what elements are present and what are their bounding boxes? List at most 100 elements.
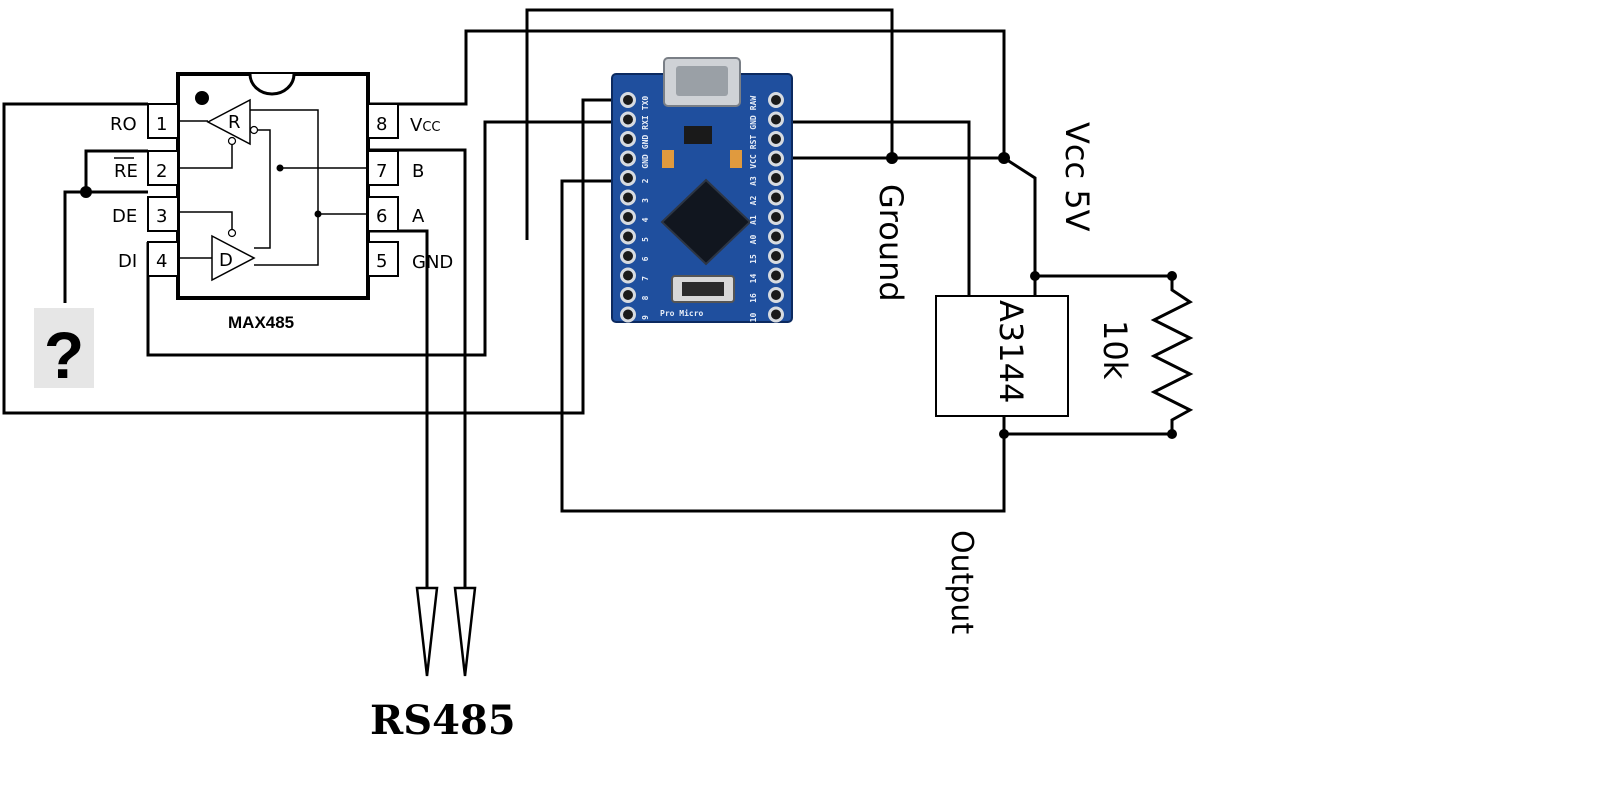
pin-right-12-label: 10 — [749, 313, 758, 323]
junctions — [80, 152, 1177, 439]
junction-res-right-top — [1167, 271, 1177, 281]
pin-right-10 — [768, 267, 784, 284]
ground-label: Ground — [872, 184, 910, 302]
pin1-dot — [195, 91, 209, 105]
pin-left-3-label: GND — [641, 135, 650, 150]
pin-right-8-label: A0 — [749, 235, 758, 245]
pin-holes: TX0RXIGNDGND23456789RAWGNDRSTVCCA3A2A1A0… — [620, 92, 784, 323]
wire-ro-loop — [2, 98, 628, 415]
wire-di-to-rxi — [146, 120, 628, 357]
pin-left-2 — [620, 111, 636, 128]
pin-box-4 — [147, 241, 179, 277]
pin-right-4 — [768, 150, 784, 167]
pin-left-11 — [620, 287, 636, 303]
pin-label-vcc: VCC — [410, 115, 440, 136]
wire-vcc8-to-vcc — [368, 29, 1006, 158]
junction-res-right-bottom — [1167, 429, 1177, 439]
pin-left-6-label: 3 — [641, 198, 650, 203]
pin-left-10-label: 7 — [641, 276, 650, 281]
pin-right-6-label: A2 — [749, 196, 758, 206]
rs485-label: RS485 — [370, 697, 516, 744]
junction-re-de — [80, 186, 92, 198]
pin-left-3 — [620, 131, 636, 147]
pin-left-12 — [620, 306, 636, 323]
pin-left-9-label: 6 — [641, 256, 650, 261]
pin-left-1-label: TX0 — [641, 96, 650, 111]
chip-body — [176, 72, 370, 300]
arrow-bus-b — [453, 586, 477, 677]
a3144-sensor: A3144 — [935, 295, 1069, 417]
pin-right-5-label: A3 — [749, 176, 758, 186]
chip-name: MAX485 — [228, 313, 294, 332]
wire-re-de-tie — [84, 149, 148, 194]
pin-box-3 — [147, 196, 179, 232]
capacitor-left — [662, 150, 674, 168]
pin-left-5 — [620, 170, 636, 186]
pin-right-12 — [768, 306, 784, 323]
pin-right-5 — [768, 170, 784, 186]
pin-right-8 — [768, 228, 784, 245]
internal-wiring — [178, 109, 368, 266]
bus-arrows — [415, 586, 477, 677]
wire-a-to-ground — [525, 8, 894, 240]
junction-output — [999, 429, 1009, 439]
pin-right-9 — [768, 248, 784, 264]
unknown-marker: ? — [44, 318, 84, 392]
pin-left-4 — [620, 150, 636, 167]
pin-label-di: DI — [118, 251, 137, 272]
pro-micro-board: Pro Micro TX0RXIGNDGND23456789RAWGNDRSTV… — [611, 57, 793, 323]
junction-vcc — [998, 152, 1010, 164]
pin-right-2 — [768, 111, 784, 128]
wire-to-unknown — [63, 190, 86, 303]
output-label: Output — [944, 530, 979, 634]
wires — [2, 8, 1194, 590]
pin-left-2-label: RXI — [641, 115, 650, 130]
pin-left-8 — [620, 228, 636, 245]
pin-box-5 — [367, 241, 399, 277]
pin-label-b: B — [412, 161, 424, 182]
pin-right-3 — [768, 131, 784, 147]
regulator — [684, 126, 712, 144]
pin-num-8: 8 — [376, 114, 387, 135]
junction-res-top — [1030, 271, 1040, 281]
pin-left-11-label: 8 — [641, 295, 650, 300]
sensor-label: A3144 — [992, 300, 1030, 403]
pin-right-2-label: GND — [749, 115, 758, 130]
wire-res-bottom — [1002, 415, 1172, 436]
pin-num-4: 4 — [156, 251, 167, 272]
resistor-zigzag — [1150, 276, 1194, 434]
pin-num-5: 5 — [376, 251, 387, 272]
pin-left-1 — [620, 92, 636, 108]
wire-ground-to-sensor — [890, 120, 971, 296]
pin-right-11 — [768, 287, 784, 303]
receiver-buffer: R — [206, 98, 259, 146]
pin-label-a: A — [412, 206, 425, 227]
pin-left-7-label: 4 — [641, 217, 650, 222]
pin-left-10 — [620, 267, 636, 284]
pin-left-5-label: 2 — [641, 178, 650, 183]
pin-box-7 — [367, 150, 399, 186]
pin-right-4-label: VCC — [749, 154, 758, 169]
max485-chip: 1 2 3 4 8 7 6 5 RO RE DE DI VCC B A GND … — [110, 72, 453, 332]
pin-right-1-label: RAW — [749, 96, 758, 111]
driver-label: D — [219, 250, 233, 271]
mcu-chip — [660, 178, 752, 266]
wire-vcc-to-sensor — [1003, 156, 1037, 296]
chip-notch — [248, 73, 296, 96]
pin-left-6 — [620, 189, 636, 206]
pin-right-11-label: 16 — [749, 293, 758, 303]
pin-label-re: RE — [114, 161, 138, 182]
pin-right-3-label: RST — [749, 135, 758, 150]
junction-ground — [886, 152, 898, 164]
resistor-label: 10k — [1096, 320, 1134, 380]
pin-box-1 — [147, 103, 179, 139]
pin-label-de: DE — [112, 206, 137, 227]
pin-num-3: 3 — [156, 206, 167, 227]
pin-left-8-label: 5 — [641, 237, 650, 242]
arrow-bus-a — [415, 586, 439, 677]
capacitor-right — [730, 150, 742, 168]
pin-right-10-label: 14 — [749, 274, 758, 284]
sensor-body — [935, 295, 1069, 417]
pin-left-4-label: GND — [641, 154, 650, 169]
